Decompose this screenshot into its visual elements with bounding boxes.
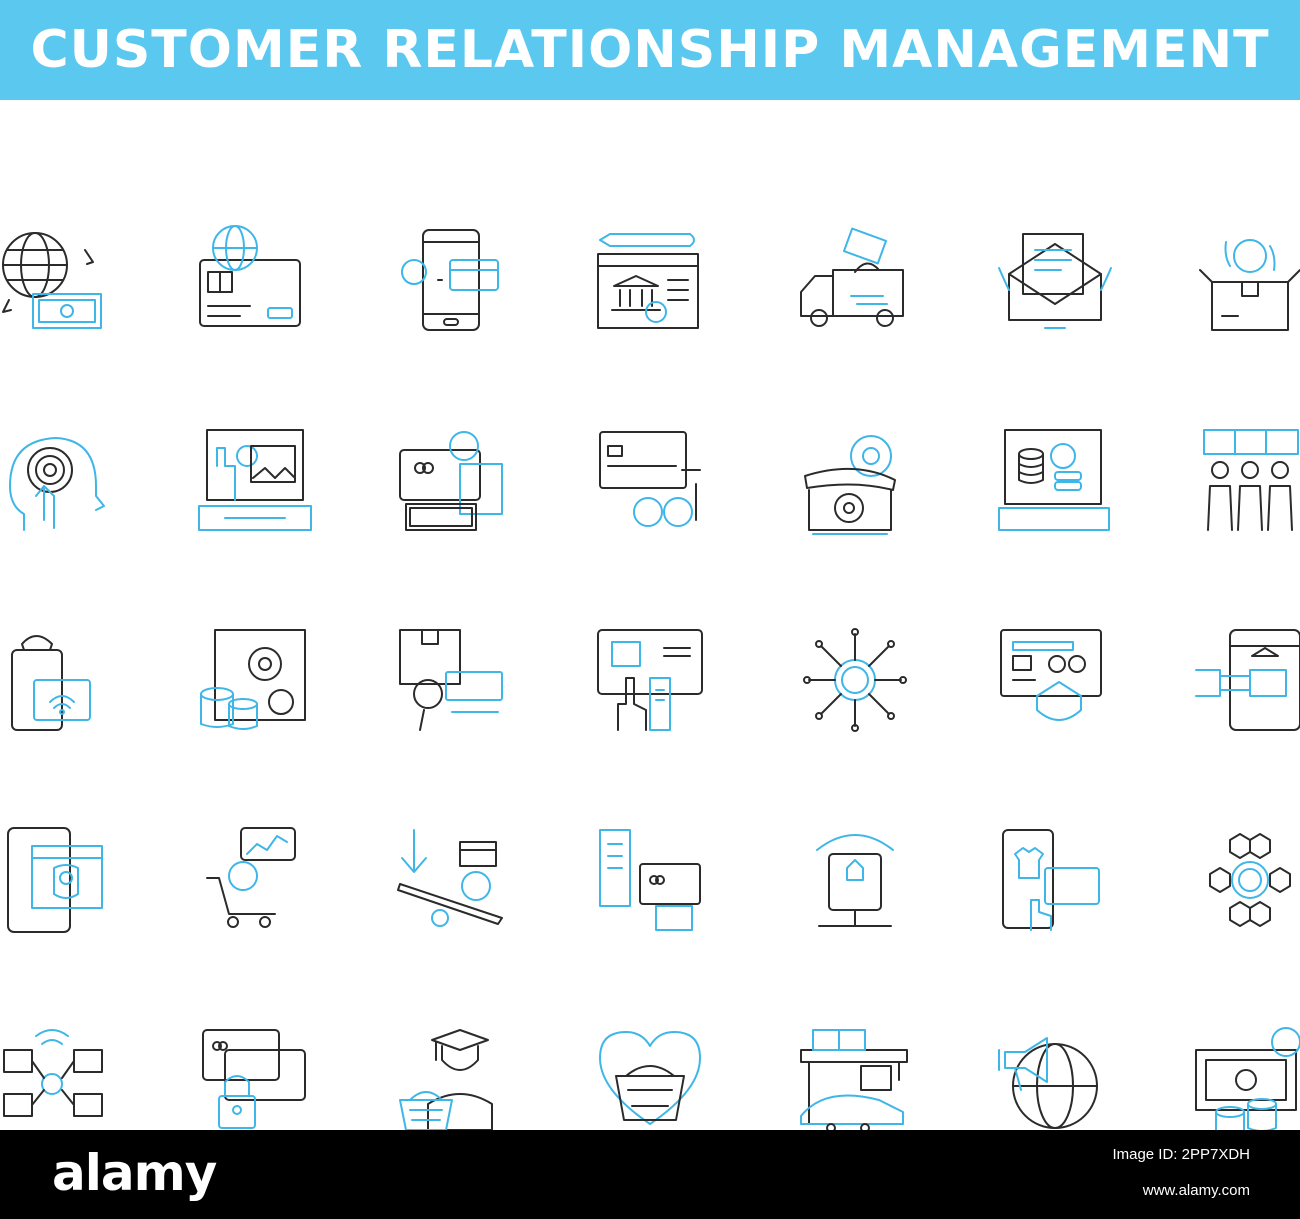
card-lock-icon xyxy=(195,1020,315,1140)
footer-bar: alamy Image ID: 2PP7XDH www.alamy.com xyxy=(0,1130,1300,1219)
image-id: Image ID: 2PP7XDH xyxy=(1112,1146,1250,1163)
card-currency-icon xyxy=(590,420,710,540)
laptop-database-icon xyxy=(995,420,1115,540)
cards-cash-icon xyxy=(390,420,510,540)
alamy-logo: alamy xyxy=(52,1144,217,1202)
mobile-wifi-icon xyxy=(0,620,120,740)
online-bank-icon xyxy=(590,220,710,340)
warehouse-train-icon xyxy=(795,1020,915,1140)
card-globe-shield-icon xyxy=(995,620,1115,740)
title-banner: CUSTOMER RELATIONSHIP MANAGEMENT xyxy=(0,0,1300,100)
receipt-card-icon xyxy=(590,820,710,940)
box-24h-icon xyxy=(1190,220,1300,340)
laptop-payment-icon xyxy=(195,420,315,540)
mobile-secure-icon xyxy=(0,820,120,940)
card-globe-icon xyxy=(190,220,310,340)
delivery-truck-icon xyxy=(795,220,915,340)
heart-basket-icon xyxy=(590,1020,710,1140)
money-coins-icon xyxy=(1190,1020,1300,1140)
seesaw-dollar-icon xyxy=(390,820,510,940)
icon-grid xyxy=(0,100,1300,1136)
team-ranking-icon xyxy=(1190,420,1300,540)
signpost-icon xyxy=(795,820,915,940)
mobile-bank-hand-icon xyxy=(1190,620,1300,740)
site-url[interactable]: www.alamy.com xyxy=(1142,1182,1250,1199)
coins-gear-icon xyxy=(195,620,315,740)
hexagon-dollar-icon xyxy=(1190,820,1300,940)
cart-ad-chart-icon xyxy=(195,820,315,940)
globe-money-icon xyxy=(0,220,115,340)
touch-head-icon xyxy=(0,420,120,540)
video-network-icon xyxy=(0,1020,120,1140)
mobile-payment-icon xyxy=(390,220,510,340)
phone-gear-icon xyxy=(795,420,915,540)
mail-letter-icon xyxy=(995,220,1115,340)
tablet-hand-icon xyxy=(590,620,710,740)
mobile-shop-card-icon xyxy=(995,820,1115,940)
page-title: CUSTOMER RELATIONSHIP MANAGEMENT xyxy=(30,20,1270,80)
graduate-basket-icon xyxy=(390,1020,510,1140)
dollar-network-icon xyxy=(795,620,915,740)
box-search-icon xyxy=(390,620,510,740)
globe-megaphone-icon xyxy=(995,1020,1115,1140)
